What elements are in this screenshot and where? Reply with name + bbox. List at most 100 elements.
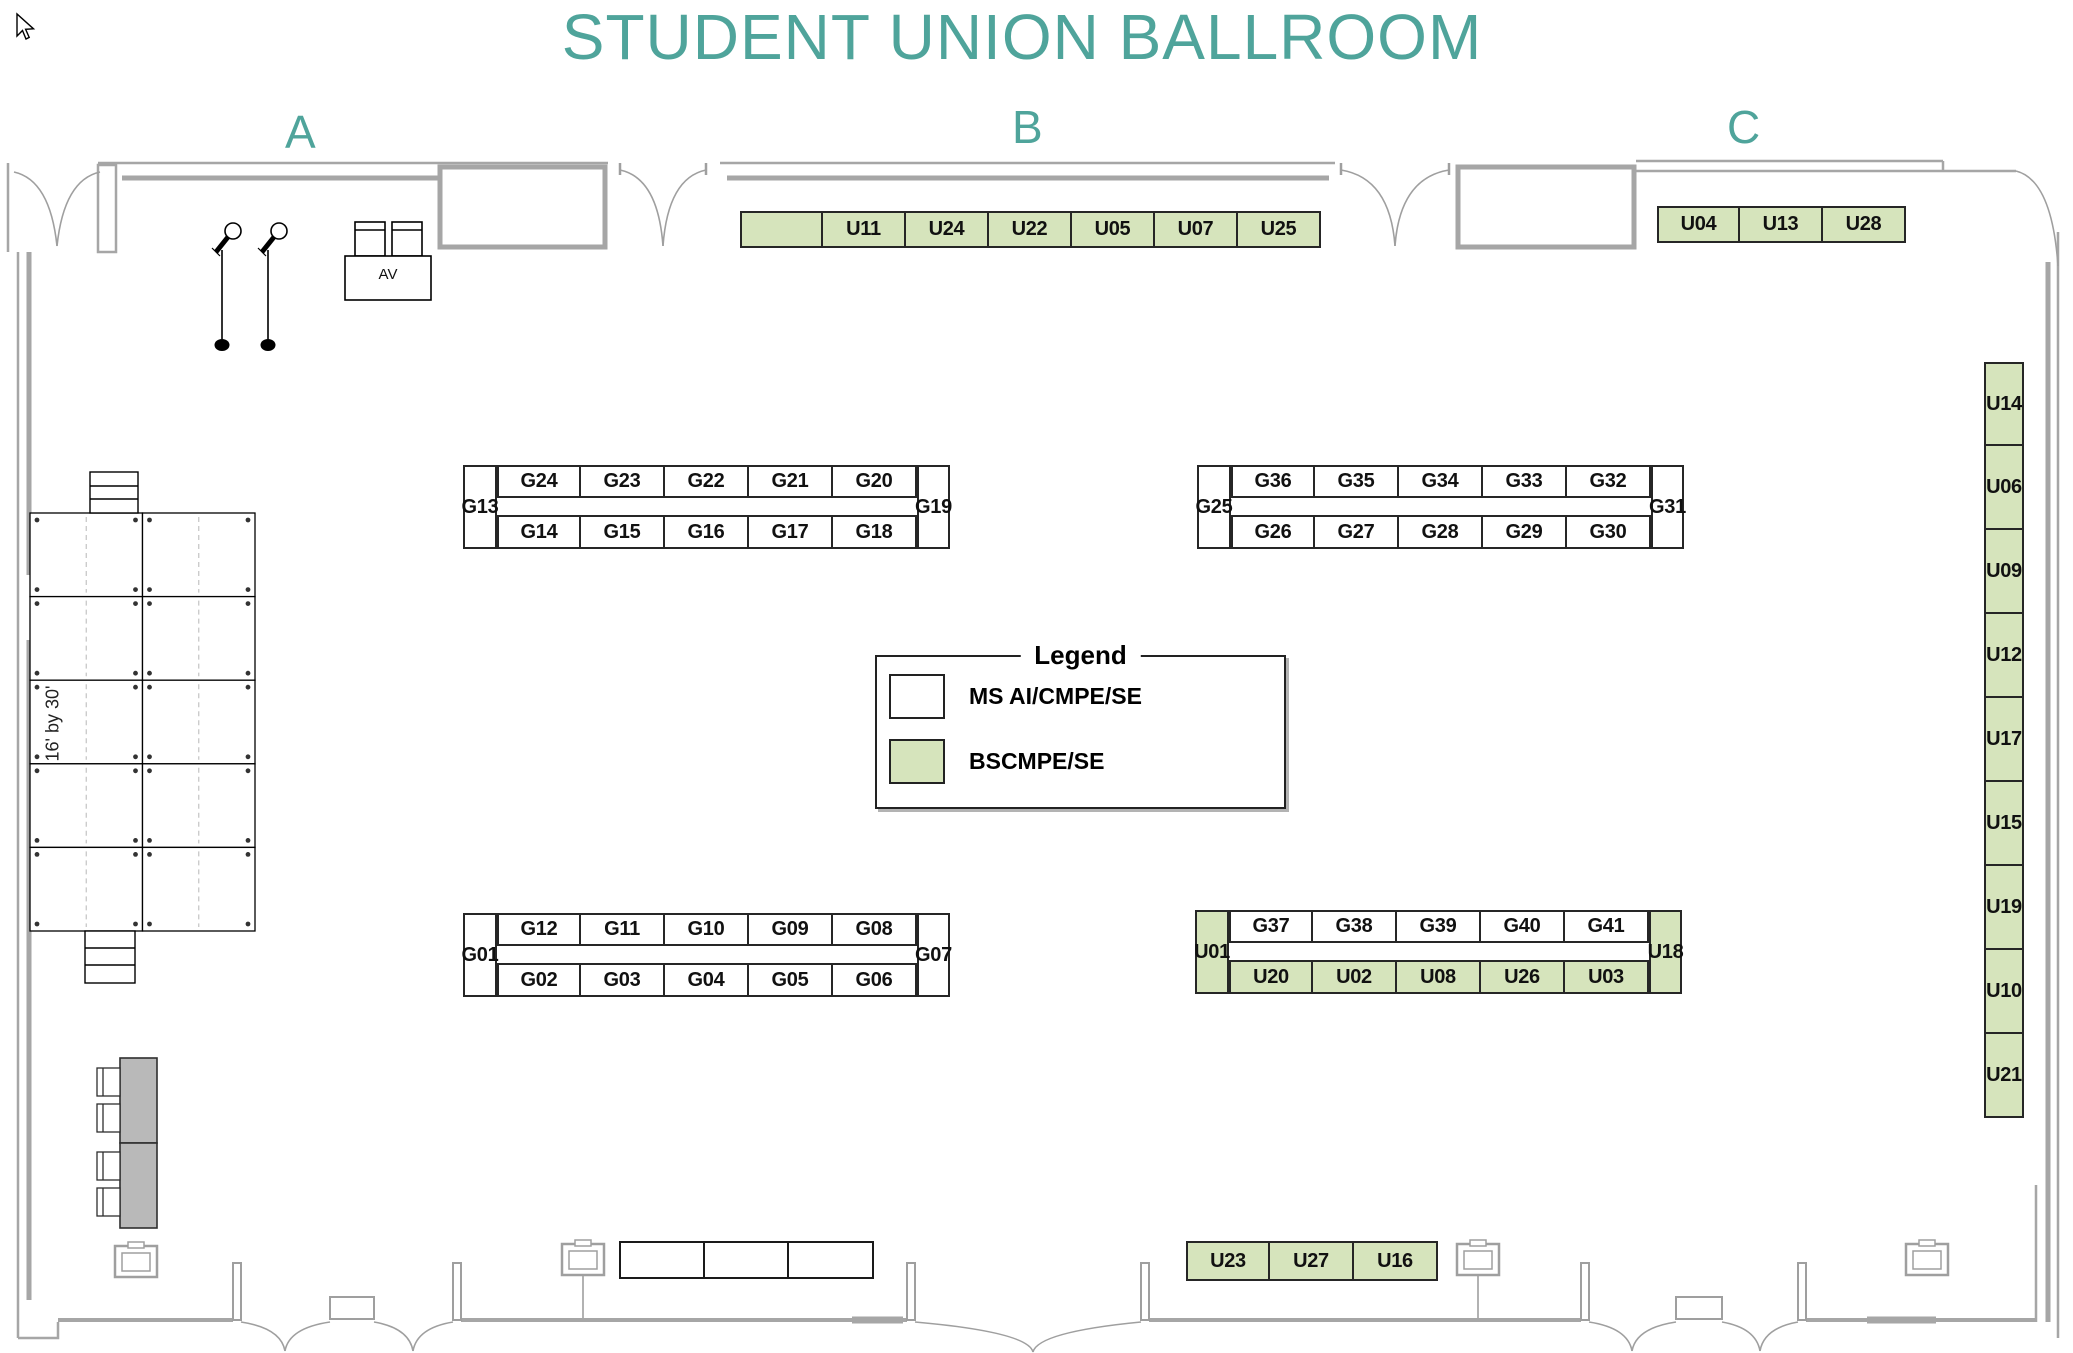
booth-cell: G10 <box>665 913 749 946</box>
booth-cell: G33 <box>1483 465 1567 498</box>
booth-cell: G35 <box>1315 465 1399 498</box>
section-label-b: B <box>1012 101 1043 153</box>
av-table <box>344 221 432 301</box>
booth-cell: G02 <box>497 963 581 997</box>
booth-cell: U11 <box>823 211 906 248</box>
booth-cell: U12 <box>1984 614 2024 698</box>
booth-cell: G04 <box>665 963 749 997</box>
booth-cell: U18 <box>1648 910 1684 994</box>
stage-steps-top <box>89 471 139 514</box>
booth-cell: G34 <box>1399 465 1483 498</box>
booth-cell: G09 <box>749 913 833 946</box>
floor-box-icon <box>113 1238 1950 1318</box>
booth-cell: G37 <box>1229 910 1313 943</box>
booth-cell: G24 <box>497 465 581 498</box>
booth-cell: U22 <box>989 211 1072 248</box>
booth-cell: G19 <box>915 465 952 549</box>
booth-cell: G01 <box>462 913 499 997</box>
stage-platform <box>29 471 256 984</box>
booth-cell: U17 <box>1984 698 2024 782</box>
booth-cell: G12 <box>497 913 581 946</box>
booth-cell: U08 <box>1397 960 1481 994</box>
booth-cell: U01 <box>1194 910 1230 994</box>
booth-cell: G30 <box>1567 515 1651 549</box>
booth-cell: U20 <box>1229 960 1313 994</box>
booth-cell: G06 <box>833 963 917 997</box>
av-table-label: AV <box>378 266 398 283</box>
booth-cell: G38 <box>1313 910 1397 943</box>
gray-tables <box>96 1057 158 1229</box>
booth-cell: G15 <box>581 515 665 549</box>
booth-cell: G03 <box>581 963 665 997</box>
booth-cell <box>740 211 823 248</box>
booth-cell: U19 <box>1984 866 2024 950</box>
booth-cell: G29 <box>1483 515 1567 549</box>
legend-title: Legend <box>1020 640 1141 671</box>
section-label-c: C <box>1727 101 1761 153</box>
legend-label: MS AI/CMPE/SE <box>969 683 1142 709</box>
registration-table <box>619 1241 874 1279</box>
booth-cell: G28 <box>1399 515 1483 549</box>
booth-cell: G18 <box>833 515 917 549</box>
microphone-icon <box>212 223 287 351</box>
booth-cell: U21 <box>1984 1034 2024 1118</box>
booth-cell: U26 <box>1481 960 1565 994</box>
booth-cell: G23 <box>581 465 665 498</box>
booth-cell: U13 <box>1740 206 1823 243</box>
booth-cell: G17 <box>749 515 833 549</box>
booth-cell: G13 <box>462 465 499 549</box>
booth-cell: U25 <box>1238 211 1321 248</box>
booth-cell: U27 <box>1270 1241 1354 1281</box>
chair-icon <box>96 1067 121 1217</box>
booth-cell: U24 <box>906 211 989 248</box>
booth-cell: G31 <box>1649 465 1686 549</box>
booth-cell: G16 <box>665 515 749 549</box>
booth-cell: U28 <box>1823 206 1906 243</box>
legend-item: BSCMPE/SE <box>889 739 1104 784</box>
booth-cell: U03 <box>1565 960 1649 994</box>
legend-swatch-ms <box>889 674 945 719</box>
booth-cell: U16 <box>1354 1241 1438 1281</box>
stage-steps-bottom <box>84 930 136 984</box>
booth-cell: G07 <box>915 913 952 997</box>
legend: Legend MS AI/CMPE/SE BSCMPE/SE <box>875 640 1286 809</box>
page-title: STUDENT UNION BALLROOM <box>561 1 1483 73</box>
booth-cell: G25 <box>1196 465 1233 549</box>
booth-cell: G14 <box>497 515 581 549</box>
booth-cell: G11 <box>581 913 665 946</box>
booth-cell: U14 <box>1984 362 2024 446</box>
booth-cell: G08 <box>833 913 917 946</box>
booth-cell: G21 <box>749 465 833 498</box>
booth-cell: U10 <box>1984 950 2024 1034</box>
booth-cell: U09 <box>1984 530 2024 614</box>
booth-cell: U15 <box>1984 782 2024 866</box>
booth-cell: U02 <box>1313 960 1397 994</box>
booth-cell: G26 <box>1231 515 1315 549</box>
section-label-a: A <box>285 106 316 158</box>
booth-cell: G41 <box>1565 910 1649 943</box>
booth-cell: G36 <box>1231 465 1315 498</box>
booth-cell: G22 <box>665 465 749 498</box>
booth-cell: G05 <box>749 963 833 997</box>
booth-cell: U04 <box>1657 206 1740 243</box>
booth-cell: G32 <box>1567 465 1651 498</box>
booth-cell: U23 <box>1186 1241 1270 1281</box>
mouse-cursor-icon <box>16 12 36 40</box>
legend-item: MS AI/CMPE/SE <box>889 674 1142 719</box>
